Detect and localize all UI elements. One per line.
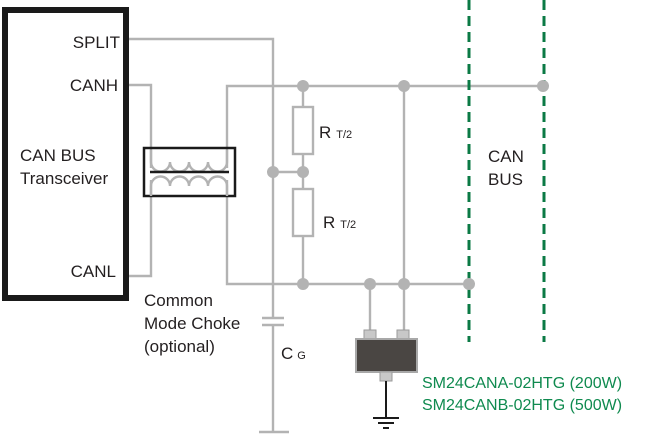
- choke-label-line2: Mode Choke: [144, 314, 240, 333]
- common-mode-choke: [142, 146, 237, 198]
- junction-node: [398, 80, 410, 92]
- pin-canh-label: CANH: [70, 76, 118, 95]
- tvs-part-number-b: SM24CANB-02HTG (500W): [422, 397, 622, 414]
- split-wire: [129, 37, 275, 318]
- resistor-bottom-label-sub: T/2: [340, 219, 356, 231]
- resistor-top-label: R T/2: [319, 123, 352, 142]
- transceiver-block: [2, 7, 129, 301]
- capacitor-label-sub: G: [297, 350, 306, 362]
- canh-wire-in: [129, 83, 153, 168]
- capacitor-label-main: C: [281, 344, 293, 363]
- junction-node: [398, 278, 410, 290]
- can-bus-label-line2: BUS: [488, 170, 523, 189]
- junction-node: [297, 278, 309, 290]
- canl-wire-in: [129, 180, 153, 278]
- junction-node: [297, 80, 309, 92]
- pin-canl-label: CANL: [71, 262, 116, 281]
- junction-node: [537, 80, 549, 92]
- resistor-top-label-main: R: [319, 123, 331, 142]
- tvs-diode-device: [355, 329, 418, 418]
- transceiver-title-line2: Transceiver: [20, 169, 109, 188]
- canh-wire-out: [225, 84, 543, 168]
- canl-wire-out: [225, 180, 469, 286]
- choke-winding-bottom: [149, 175, 229, 196]
- junction-node: [463, 278, 475, 290]
- junction-node: [364, 278, 376, 290]
- resistor-top-label-sub: T/2: [336, 129, 352, 141]
- junction-node: [297, 166, 309, 178]
- junction-node: [267, 166, 279, 178]
- resistor-bottom: [291, 187, 315, 238]
- resistor-bottom-label: R T/2: [323, 213, 356, 232]
- choke-outline: [142, 146, 237, 198]
- tvs-pin-3: [379, 371, 393, 382]
- choke-winding-top: [149, 150, 229, 173]
- resistor-bottom-label-main: R: [323, 213, 335, 232]
- ground-icon: [373, 417, 399, 429]
- choke-label-line1: Common: [144, 291, 213, 310]
- choke-label-line3: (optional): [144, 337, 215, 356]
- resistor-top: [291, 105, 315, 156]
- can-bus-label-line1: CAN: [488, 147, 524, 166]
- transceiver-title-line1: CAN BUS: [20, 146, 96, 165]
- pin-split-label: SPLIT: [73, 33, 120, 52]
- tvs-body: [355, 338, 418, 373]
- tvs-part-number-a: SM24CANA-02HTG (200W): [422, 375, 622, 392]
